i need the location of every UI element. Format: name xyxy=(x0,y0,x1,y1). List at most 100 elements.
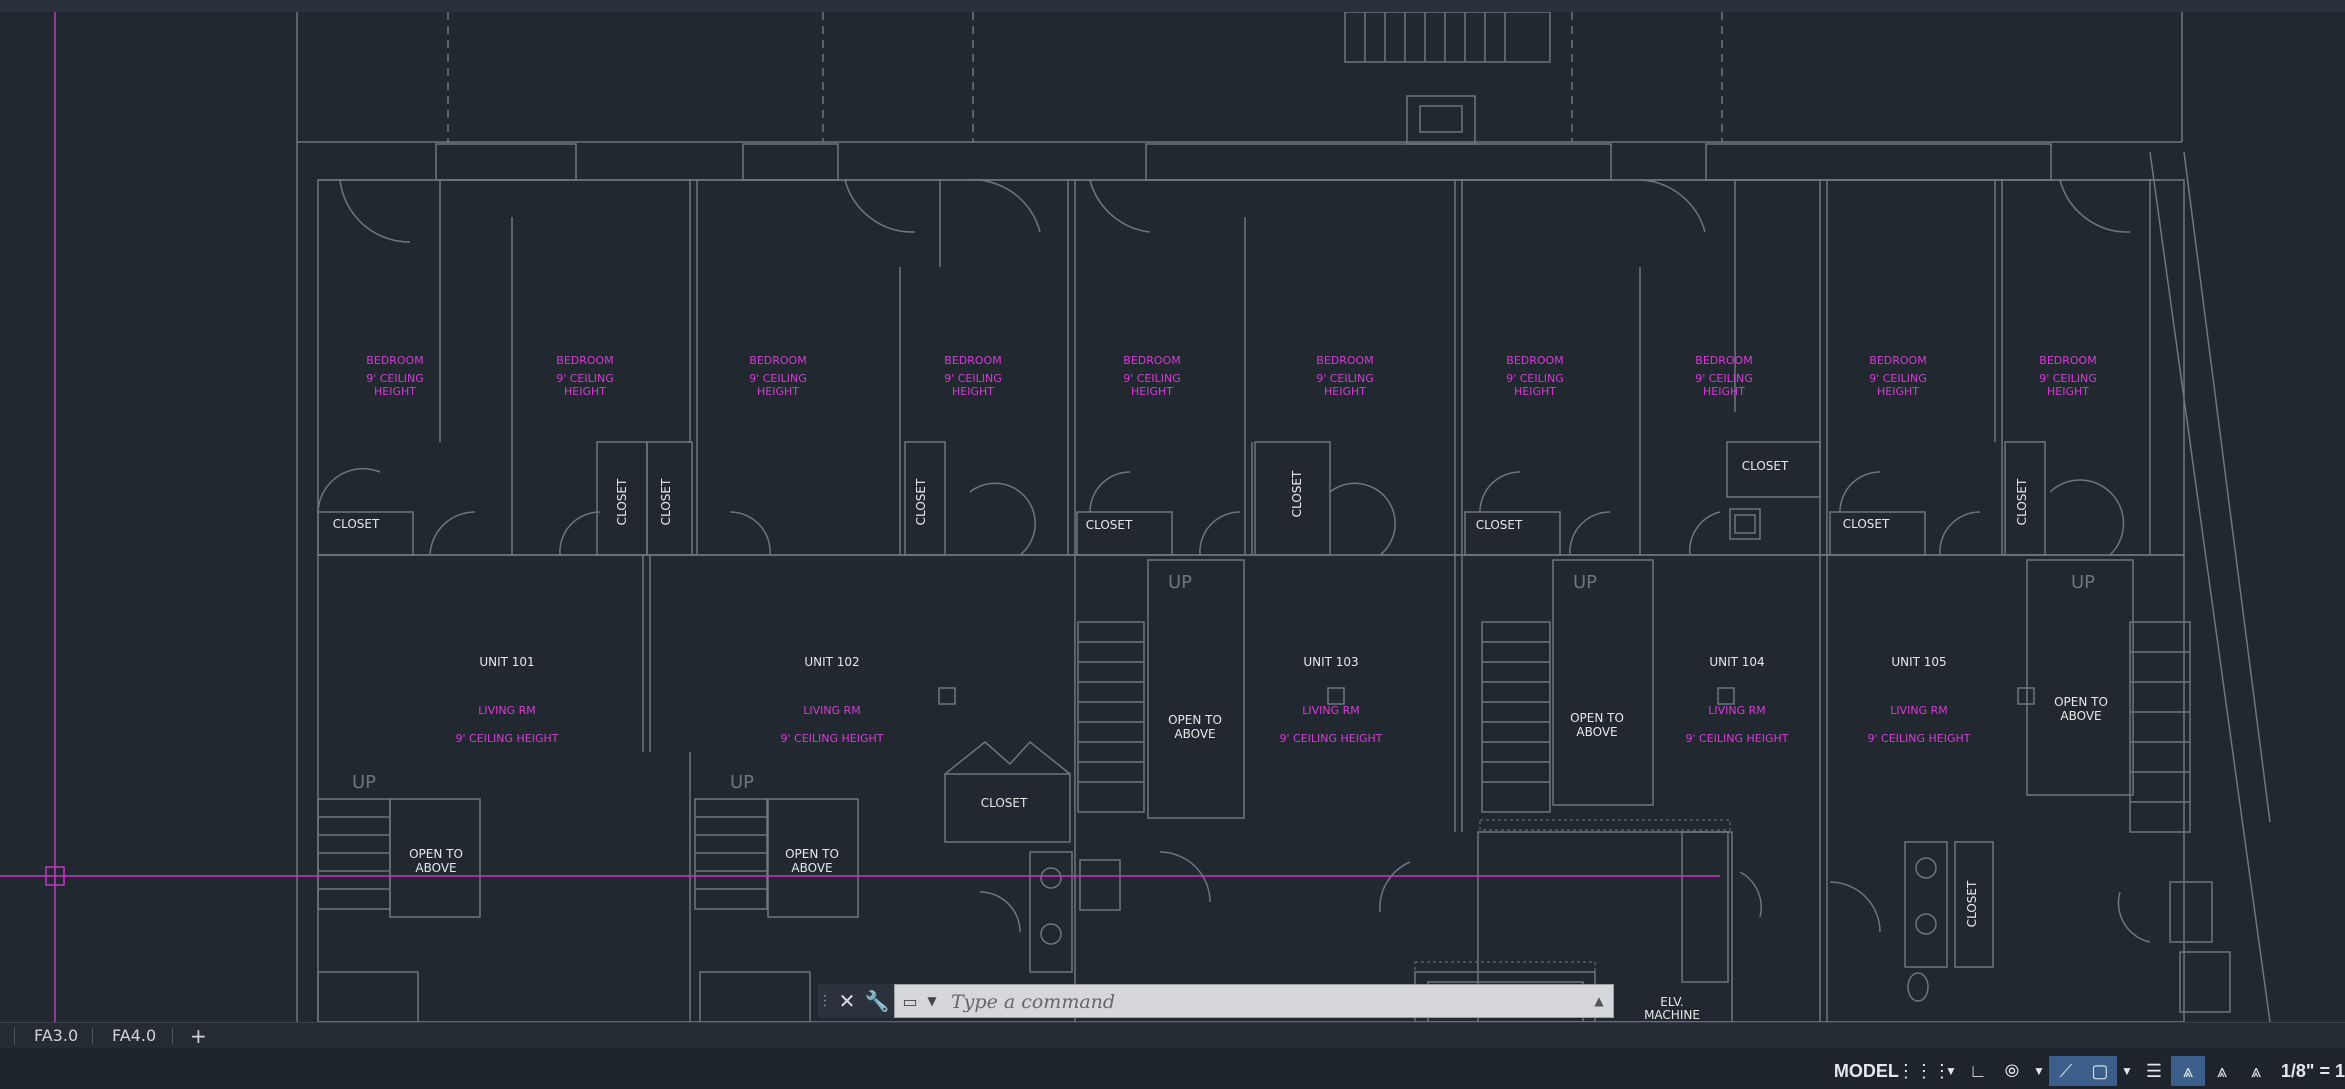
unit-label: UNIT 101 xyxy=(479,655,534,669)
up-label: UP xyxy=(2071,572,2095,593)
ceiling-label: HEIGHT xyxy=(564,385,606,398)
chevron-down-icon[interactable]: ▼ xyxy=(2120,1064,2133,1078)
closet-label: CLOSET xyxy=(2015,478,2029,525)
bedroom-label: BEDROOM xyxy=(366,354,423,367)
ceiling-label: 9' CEILING xyxy=(944,372,1002,385)
living-room-label: LIVING RM xyxy=(1890,704,1948,717)
ceiling-label: HEIGHT xyxy=(1877,385,1919,398)
chevron-down-icon[interactable]: ▼ xyxy=(927,994,937,1008)
open-to-above-label: ABOVE xyxy=(2060,709,2101,723)
open-to-above-label: ABOVE xyxy=(1174,727,1215,741)
ceiling-label: HEIGHT xyxy=(2047,385,2089,398)
up-label: UP xyxy=(1573,572,1597,593)
ceiling-label: HEIGHT xyxy=(1514,385,1556,398)
command-line-tools: ⋮ ✕ 🔧 xyxy=(818,984,894,1018)
bedroom-label: BEDROOM xyxy=(1695,354,1752,367)
ceiling-label: HEIGHT xyxy=(374,385,416,398)
ceiling-label: 9' CEILING xyxy=(1506,372,1564,385)
tab-fa3[interactable]: FA3.0 xyxy=(34,1026,79,1045)
command-line: ⋮ ✕ 🔧 ▭ ▼ ▲ xyxy=(818,984,1614,1019)
add-tab-button[interactable]: + xyxy=(190,1024,207,1048)
ortho-icon[interactable]: ∟ xyxy=(1969,1060,1987,1081)
unit-labels: UNIT 101 LIVING RM 9' CEILING HEIGHT UNI… xyxy=(456,655,1971,745)
living-room-label: LIVING RM xyxy=(1302,704,1360,717)
bedroom-label: BEDROOM xyxy=(2039,354,2096,367)
open-to-above-label: ABOVE xyxy=(1576,725,1617,739)
closet-label: CLOSET xyxy=(1290,470,1304,517)
open-to-above-label: OPEN TO xyxy=(1570,711,1624,725)
ceiling-label: 9' CEILING xyxy=(1123,372,1181,385)
ceiling-label: HEIGHT xyxy=(1324,385,1366,398)
ceiling-label: HEIGHT xyxy=(1131,385,1173,398)
open-to-above-label: OPEN TO xyxy=(785,847,839,861)
living-ceiling-label: 9' CEILING HEIGHT xyxy=(1280,732,1383,745)
closet-label: CLOSET xyxy=(914,478,928,525)
living-room-label: LIVING RM xyxy=(1708,704,1766,717)
ceiling-label: HEIGHT xyxy=(1703,385,1745,398)
open-to-above-label: OPEN TO xyxy=(1168,713,1222,727)
command-input[interactable] xyxy=(949,985,1573,1019)
tab-fa4[interactable]: FA4.0 xyxy=(112,1026,157,1045)
ceiling-label: 9' CEILING xyxy=(749,372,807,385)
crosshair-pickbox xyxy=(45,866,65,886)
ceiling-label: 9' CEILING xyxy=(1695,372,1753,385)
living-ceiling-label: 9' CEILING HEIGHT xyxy=(781,732,884,745)
open-to-above-labels: OPEN TO ABOVE OPEN TO ABOVE OPEN TO ABOV… xyxy=(409,695,2108,875)
command-prompt-icon[interactable]: ▭ xyxy=(902,991,918,1011)
bedroom-label: BEDROOM xyxy=(1123,354,1180,367)
grid-icon[interactable]: ⋮⋮⋮ xyxy=(1896,1060,1951,1081)
annotation-visibility-icon[interactable]: ⩓ xyxy=(2170,1056,2205,1086)
living-ceiling-label: 9' CEILING HEIGHT xyxy=(1868,732,1971,745)
open-to-above-label: OPEN TO xyxy=(2054,695,2108,709)
grip-icon[interactable]: ⋮ xyxy=(818,993,832,1009)
bedroom-label: BEDROOM xyxy=(1506,354,1563,367)
close-icon[interactable]: ✕ xyxy=(838,989,856,1013)
chevron-down-icon[interactable]: ▼ xyxy=(2032,1064,2045,1078)
lineweight-icon[interactable]: ☰ xyxy=(2145,1060,2162,1081)
bedroom-label: BEDROOM xyxy=(1316,354,1373,367)
closet-label: CLOSET xyxy=(981,796,1028,810)
ceiling-label: HEIGHT xyxy=(952,385,994,398)
up-label: UP xyxy=(352,772,376,793)
hatched-wall xyxy=(1479,819,1731,831)
tab-separator xyxy=(172,1027,173,1045)
elv-machine-label: ELV. xyxy=(1660,995,1683,1009)
layout-tabs: FA3.0 FA4.0 + xyxy=(0,1022,2345,1049)
ceiling-label: 9' CEILING xyxy=(556,372,614,385)
unit-label: UNIT 104 xyxy=(1709,655,1764,669)
polar-tracking-icon[interactable]: ⦾ xyxy=(2004,1060,2020,1081)
ceiling-label: 9' CEILING xyxy=(366,372,424,385)
living-room-label: LIVING RM xyxy=(803,704,861,717)
closet-label: CLOSET xyxy=(333,517,380,531)
object-snap-icon[interactable]: ▢ xyxy=(2082,1056,2117,1086)
status-bar: MODEL ⋮⋮⋮ ▼ ∟ ⦾ ▼ ⟋ ▢ ▼ ☰ ⩓ ⩓ ⩓ 1/8" = 1 xyxy=(0,1048,2345,1089)
up-label: UP xyxy=(1168,572,1192,593)
model-button[interactable]: MODEL xyxy=(1833,1060,1899,1081)
closet-label: CLOSET xyxy=(1476,518,1523,532)
annotation-scale-icon[interactable]: ⩓ xyxy=(2250,1060,2261,1081)
closet-label: CLOSET xyxy=(1843,517,1890,531)
chevron-up-icon[interactable]: ▲ xyxy=(1594,994,1604,1008)
wrench-icon[interactable]: 🔧 xyxy=(864,989,890,1013)
status-controls: MODEL ⋮⋮⋮ ▼ ∟ ⦾ ▼ ⟋ ▢ ▼ ☰ ⩓ ⩓ ⩓ 1/8" = 1 xyxy=(1826,1056,2345,1086)
chevron-down-icon[interactable]: ▼ xyxy=(1944,1064,1957,1078)
auto-scale-icon[interactable]: ⩓ xyxy=(2216,1060,2227,1081)
living-room-label: LIVING RM xyxy=(478,704,536,717)
closet-labels: CLOSET CLOSET CLOSET CLOSET CLOSET CLOSE… xyxy=(333,459,2029,927)
living-ceiling-label: 9' CEILING HEIGHT xyxy=(456,732,559,745)
isodraft-icon[interactable]: ⟋ xyxy=(2048,1056,2083,1086)
bedroom-label: BEDROOM xyxy=(556,354,613,367)
living-ceiling-label: 9' CEILING HEIGHT xyxy=(1686,732,1789,745)
unit-label: UNIT 105 xyxy=(1891,655,1946,669)
tab-separator xyxy=(14,1027,15,1045)
closet-label: CLOSET xyxy=(659,478,673,525)
closet-label: CLOSET xyxy=(1086,518,1133,532)
ceiling-label: 9' CEILING xyxy=(1869,372,1927,385)
drawing-canvas[interactable]: BEDROOM 9' CEILING HEIGHT BEDROOM 9' CEI… xyxy=(0,12,2345,1022)
annotation-scale-value[interactable]: 1/8" = 1 xyxy=(2280,1060,2345,1081)
unit-label: UNIT 102 xyxy=(804,655,859,669)
bedroom-label: BEDROOM xyxy=(1869,354,1926,367)
floor-plan: BEDROOM 9' CEILING HEIGHT BEDROOM 9' CEI… xyxy=(0,12,2271,1022)
unit-label: UNIT 103 xyxy=(1303,655,1358,669)
ceiling-label: 9' CEILING xyxy=(2039,372,2097,385)
